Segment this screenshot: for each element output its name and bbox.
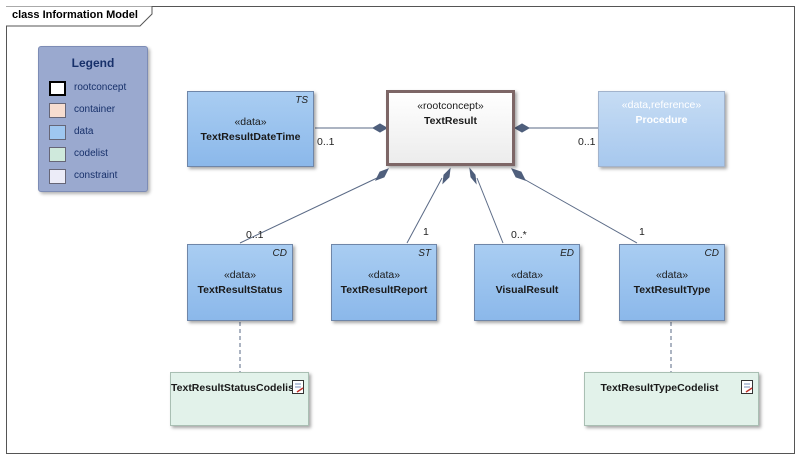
class-name: Procedure: [635, 114, 688, 126]
class-stereotype: «rootconcept»: [417, 100, 484, 112]
class-type-tag: CD: [272, 248, 287, 259]
class-text-result-type[interactable]: CD «data» TextResultType: [619, 244, 725, 321]
class-text-result-report[interactable]: ST «data» TextResultReport: [331, 244, 437, 321]
multiplicity-visual: 0..*: [511, 229, 527, 241]
class-type-tag: TS: [295, 95, 308, 106]
codelist-text-result-type[interactable]: TextResultTypeCodelist: [584, 372, 759, 426]
codelist-name: TextResultStatusCodelist: [171, 382, 298, 394]
legend-label: codelist: [74, 148, 108, 159]
multiplicity-type: 1: [639, 226, 645, 238]
legend-label: constraint: [74, 170, 118, 181]
legend-swatch: [49, 125, 66, 140]
multiplicity-report: 1: [423, 226, 429, 238]
frame-title: class Information Model: [12, 9, 138, 21]
aggregation-diamond-status: [374, 168, 390, 181]
class-name: TextResultType: [633, 284, 711, 296]
legend-swatch: [49, 81, 66, 96]
diagram-frame: [6, 6, 795, 454]
class-name: TextResultStatus: [197, 284, 283, 296]
class-text-result-date-time[interactable]: TS «data» TextResultDateTime: [187, 91, 314, 167]
legend-label: container: [74, 104, 116, 115]
codelist-icon: [741, 380, 753, 394]
legend-label: rootconcept: [74, 82, 127, 93]
class-visual-result[interactable]: ED «data» VisualResult: [474, 244, 580, 321]
class-stereotype: «data»: [655, 269, 689, 281]
multiplicity-procedure: 0..1: [578, 136, 596, 148]
assoc-status-line: [239, 177, 378, 244]
assoc-report-line: [406, 177, 443, 244]
class-type-tag: CD: [704, 248, 719, 259]
class-type-tag: ST: [418, 248, 431, 259]
class-stereotype: «data»: [234, 116, 267, 128]
class-text-result-status[interactable]: CD «data» TextResultStatus: [187, 244, 293, 321]
class-text-result[interactable]: «rootconcept» TextResult: [386, 90, 515, 166]
class-type-tag: ED: [560, 248, 574, 259]
class-name: TextResult: [424, 115, 477, 127]
aggregation-diamond-procedure: [513, 123, 531, 133]
assoc-type-line: [521, 177, 638, 244]
frame-tab-shape: [6, 6, 153, 27]
codelist-icon: [292, 380, 304, 394]
class-stereotype: «data»: [510, 269, 544, 281]
legend-swatch: [49, 103, 66, 118]
class-stereotype: «data»: [223, 269, 257, 281]
legend-swatch: [49, 147, 66, 162]
multiplicity-date-time: 0..1: [317, 136, 335, 148]
class-name: TextResultReport: [340, 284, 428, 296]
aggregation-diamond-date-time: [371, 123, 389, 133]
legend-title: Legend: [71, 56, 115, 70]
class-name: VisualResult: [495, 284, 559, 296]
class-stereotype: «data,reference»: [621, 99, 702, 111]
aggregation-diamond-report: [442, 167, 451, 185]
class-name: TextResultDateTime: [200, 131, 301, 143]
class-stereotype: «data»: [367, 269, 401, 281]
aggregation-diamond-visual: [469, 167, 477, 185]
assoc-visual-line: [476, 177, 504, 244]
aggregation-diamond-type: [511, 168, 526, 181]
legend-swatch: [49, 169, 66, 184]
multiplicity-status: 0..1: [246, 229, 264, 241]
class-procedure[interactable]: «data,reference» Procedure: [598, 91, 725, 167]
legend: Legend rootconcept container data codeli…: [38, 46, 148, 192]
codelist-text-result-status[interactable]: TextResultStatusCodelist: [170, 372, 309, 426]
legend-label: data: [74, 126, 94, 137]
codelist-name: TextResultTypeCodelist: [600, 382, 719, 394]
